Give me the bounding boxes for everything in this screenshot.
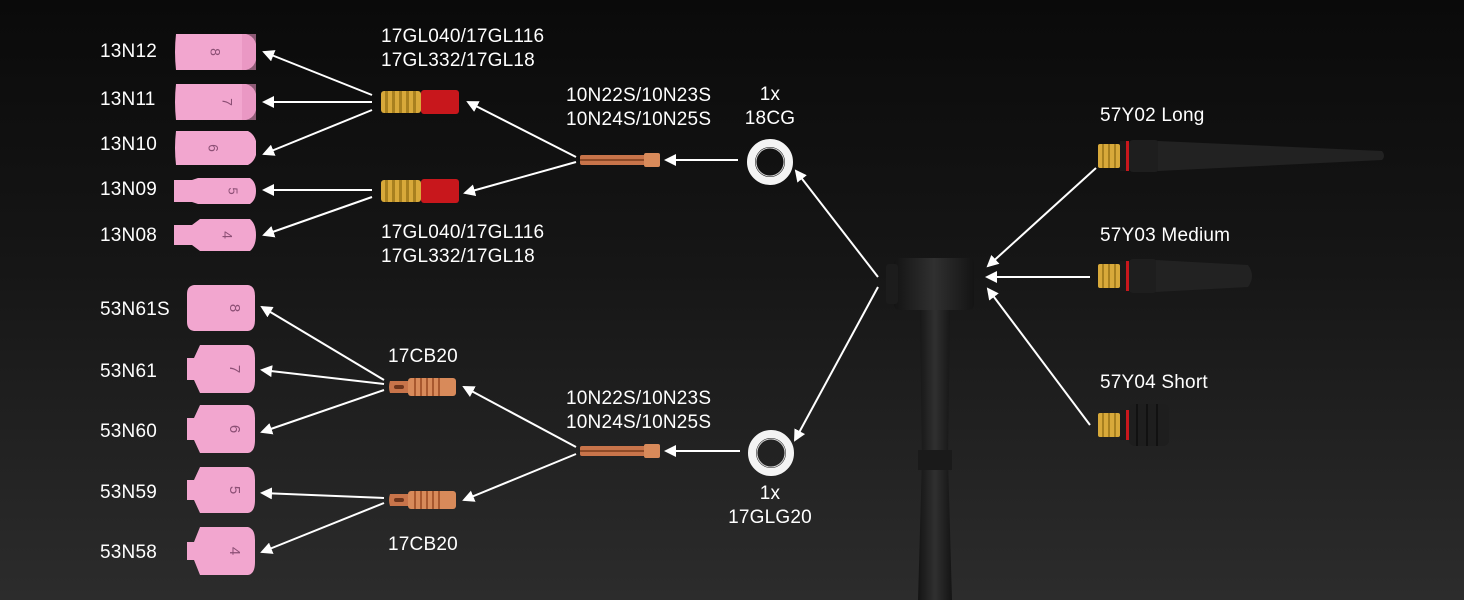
collet-body-label-upper: 17CB20	[388, 346, 458, 367]
cup-label-53n58: 53N58	[100, 542, 157, 563]
tig-torch-head-icon	[886, 258, 974, 600]
cup-label-53n61: 53N61	[100, 361, 157, 382]
alumina-nozzle-icon: 7	[187, 345, 255, 393]
collet-icon	[580, 444, 660, 458]
cup-label-13n08: 13N08	[100, 225, 157, 246]
cup-label-13n09: 13N09	[100, 179, 157, 200]
back-cap-icon	[1098, 259, 1252, 293]
arrow-torch-to-washer-lower	[794, 286, 879, 442]
cup-size-13n10: 6	[205, 144, 221, 152]
collet-body-icon	[389, 378, 456, 396]
arrow-colletbody-to-cup-53n60	[260, 389, 385, 435]
cup-label-13n11: 13N11	[100, 89, 156, 110]
cup-size-53n59: 5	[226, 486, 243, 494]
washer-lower-code: 17GLG20	[728, 507, 812, 528]
collet-body-icon	[389, 491, 456, 509]
arrow-collet-to-colletbody-lower	[462, 453, 577, 502]
cup-size-13n12: 8	[207, 48, 223, 56]
cup-size-53n60: 6	[226, 425, 243, 433]
back-cap-icon	[1098, 140, 1384, 172]
cup-size-53n61: 7	[226, 365, 243, 373]
gas-lens-label-lower: 17GL040/17GL116 17GL332/17GL18	[381, 221, 544, 269]
gas-lens-label-lower-line1: 17GL040/17GL116	[381, 222, 545, 243]
alumina-nozzle-icon: 6	[175, 131, 256, 165]
gas-lens-label-upper-line2: 17GL332/17GL18	[381, 50, 535, 71]
cup-label-53n60: 53N60	[100, 421, 157, 442]
alumina-nozzle-icon: 8	[175, 34, 256, 70]
cup-label-13n12: 13N12	[100, 41, 157, 62]
back-cap-label-medium: 57Y03 Medium	[1100, 225, 1231, 246]
back-cap-label-long: 57Y02 Long	[1100, 105, 1205, 126]
arrow-colletbody-to-cup-53n58	[260, 502, 385, 554]
arrow-collet-to-colletbody-upper	[462, 386, 577, 448]
alumina-nozzle-icon: 7	[175, 84, 256, 120]
alumina-nozzle-icon: 8	[187, 285, 255, 331]
arrow-gaslens-to-cup-13n10	[262, 109, 373, 156]
back-cap-label-short: 57Y04 Short	[1100, 372, 1208, 393]
alumina-nozzle-icon: 5	[174, 178, 256, 204]
arrow-colletbody-to-cup-53n59	[260, 487, 385, 500]
washer-lower-qty: 1x	[759, 483, 781, 504]
collet-body-label-lower: 17CB20	[388, 534, 458, 555]
cup-size-13n09: 5	[226, 187, 241, 194]
arrow-backcap-short-to-torch	[986, 287, 1091, 426]
arrow-gaslens-to-cup-13n12	[262, 50, 373, 96]
cup-label-53n61s: 53N61S	[100, 299, 170, 320]
alumina-nozzle-icon: 5	[187, 467, 255, 513]
collet-label-upper-line1: 10N22S/10N23S	[566, 85, 712, 106]
collet-label-upper: 10N22S/10N23S 10N24S/10N25S	[566, 84, 711, 132]
washer-label-upper: 1x 18CG	[736, 83, 804, 131]
arrow-backcap-long-to-torch	[986, 167, 1097, 268]
arrow-torch-to-washer-upper	[794, 169, 879, 278]
washer-upper-code: 18CG	[744, 108, 796, 129]
washer-label-lower: 1x 17GLG20	[720, 482, 820, 530]
collet-label-lower-line2: 10N24S/10N25S	[566, 412, 712, 433]
arrow-colletbody-to-cup-53n61	[260, 365, 385, 385]
gas-lens-label-upper-line1: 17GL040/17GL116	[381, 26, 545, 47]
alumina-nozzle-icon: 4	[174, 219, 256, 251]
alumina-nozzle-icon: 6	[187, 405, 255, 453]
cup-size-53n58: 4	[226, 547, 243, 555]
arrow-gaslens-to-cup-13n08	[262, 196, 373, 238]
cup-size-13n11: 7	[219, 98, 235, 106]
insulator-washer-icon	[748, 430, 794, 476]
collet-label-upper-line2: 10N24S/10N25S	[566, 109, 712, 130]
arrow-collet-to-gaslens-upper	[466, 101, 577, 158]
collet-label-lower: 10N22S/10N23S 10N24S/10N25S	[566, 387, 711, 435]
alumina-nozzle-icon: 4	[187, 527, 255, 575]
cup-label-13n10: 13N10	[100, 134, 157, 155]
gas-lens-label-lower-line2: 17GL332/17GL18	[381, 246, 535, 267]
arrow-collet-to-gaslens-lower	[463, 161, 577, 197]
gas-lens-label-upper: 17GL040/17GL116 17GL332/17GL18	[381, 25, 544, 73]
cup-size-13n08: 4	[219, 231, 235, 239]
gas-lens-icon	[381, 90, 459, 114]
cup-size-53n61s: 8	[226, 304, 243, 312]
gas-lens-icon	[381, 179, 459, 203]
cup-label-53n59: 53N59	[100, 482, 157, 503]
washer-upper-qty: 1x	[759, 84, 781, 105]
arrow-colletbody-to-cup-53n61s	[260, 305, 385, 381]
collet-label-lower-line1: 10N22S/10N23S	[566, 388, 712, 409]
collet-icon	[580, 153, 660, 167]
back-cap-icon	[1098, 404, 1169, 446]
insulator-washer-icon	[747, 139, 793, 185]
